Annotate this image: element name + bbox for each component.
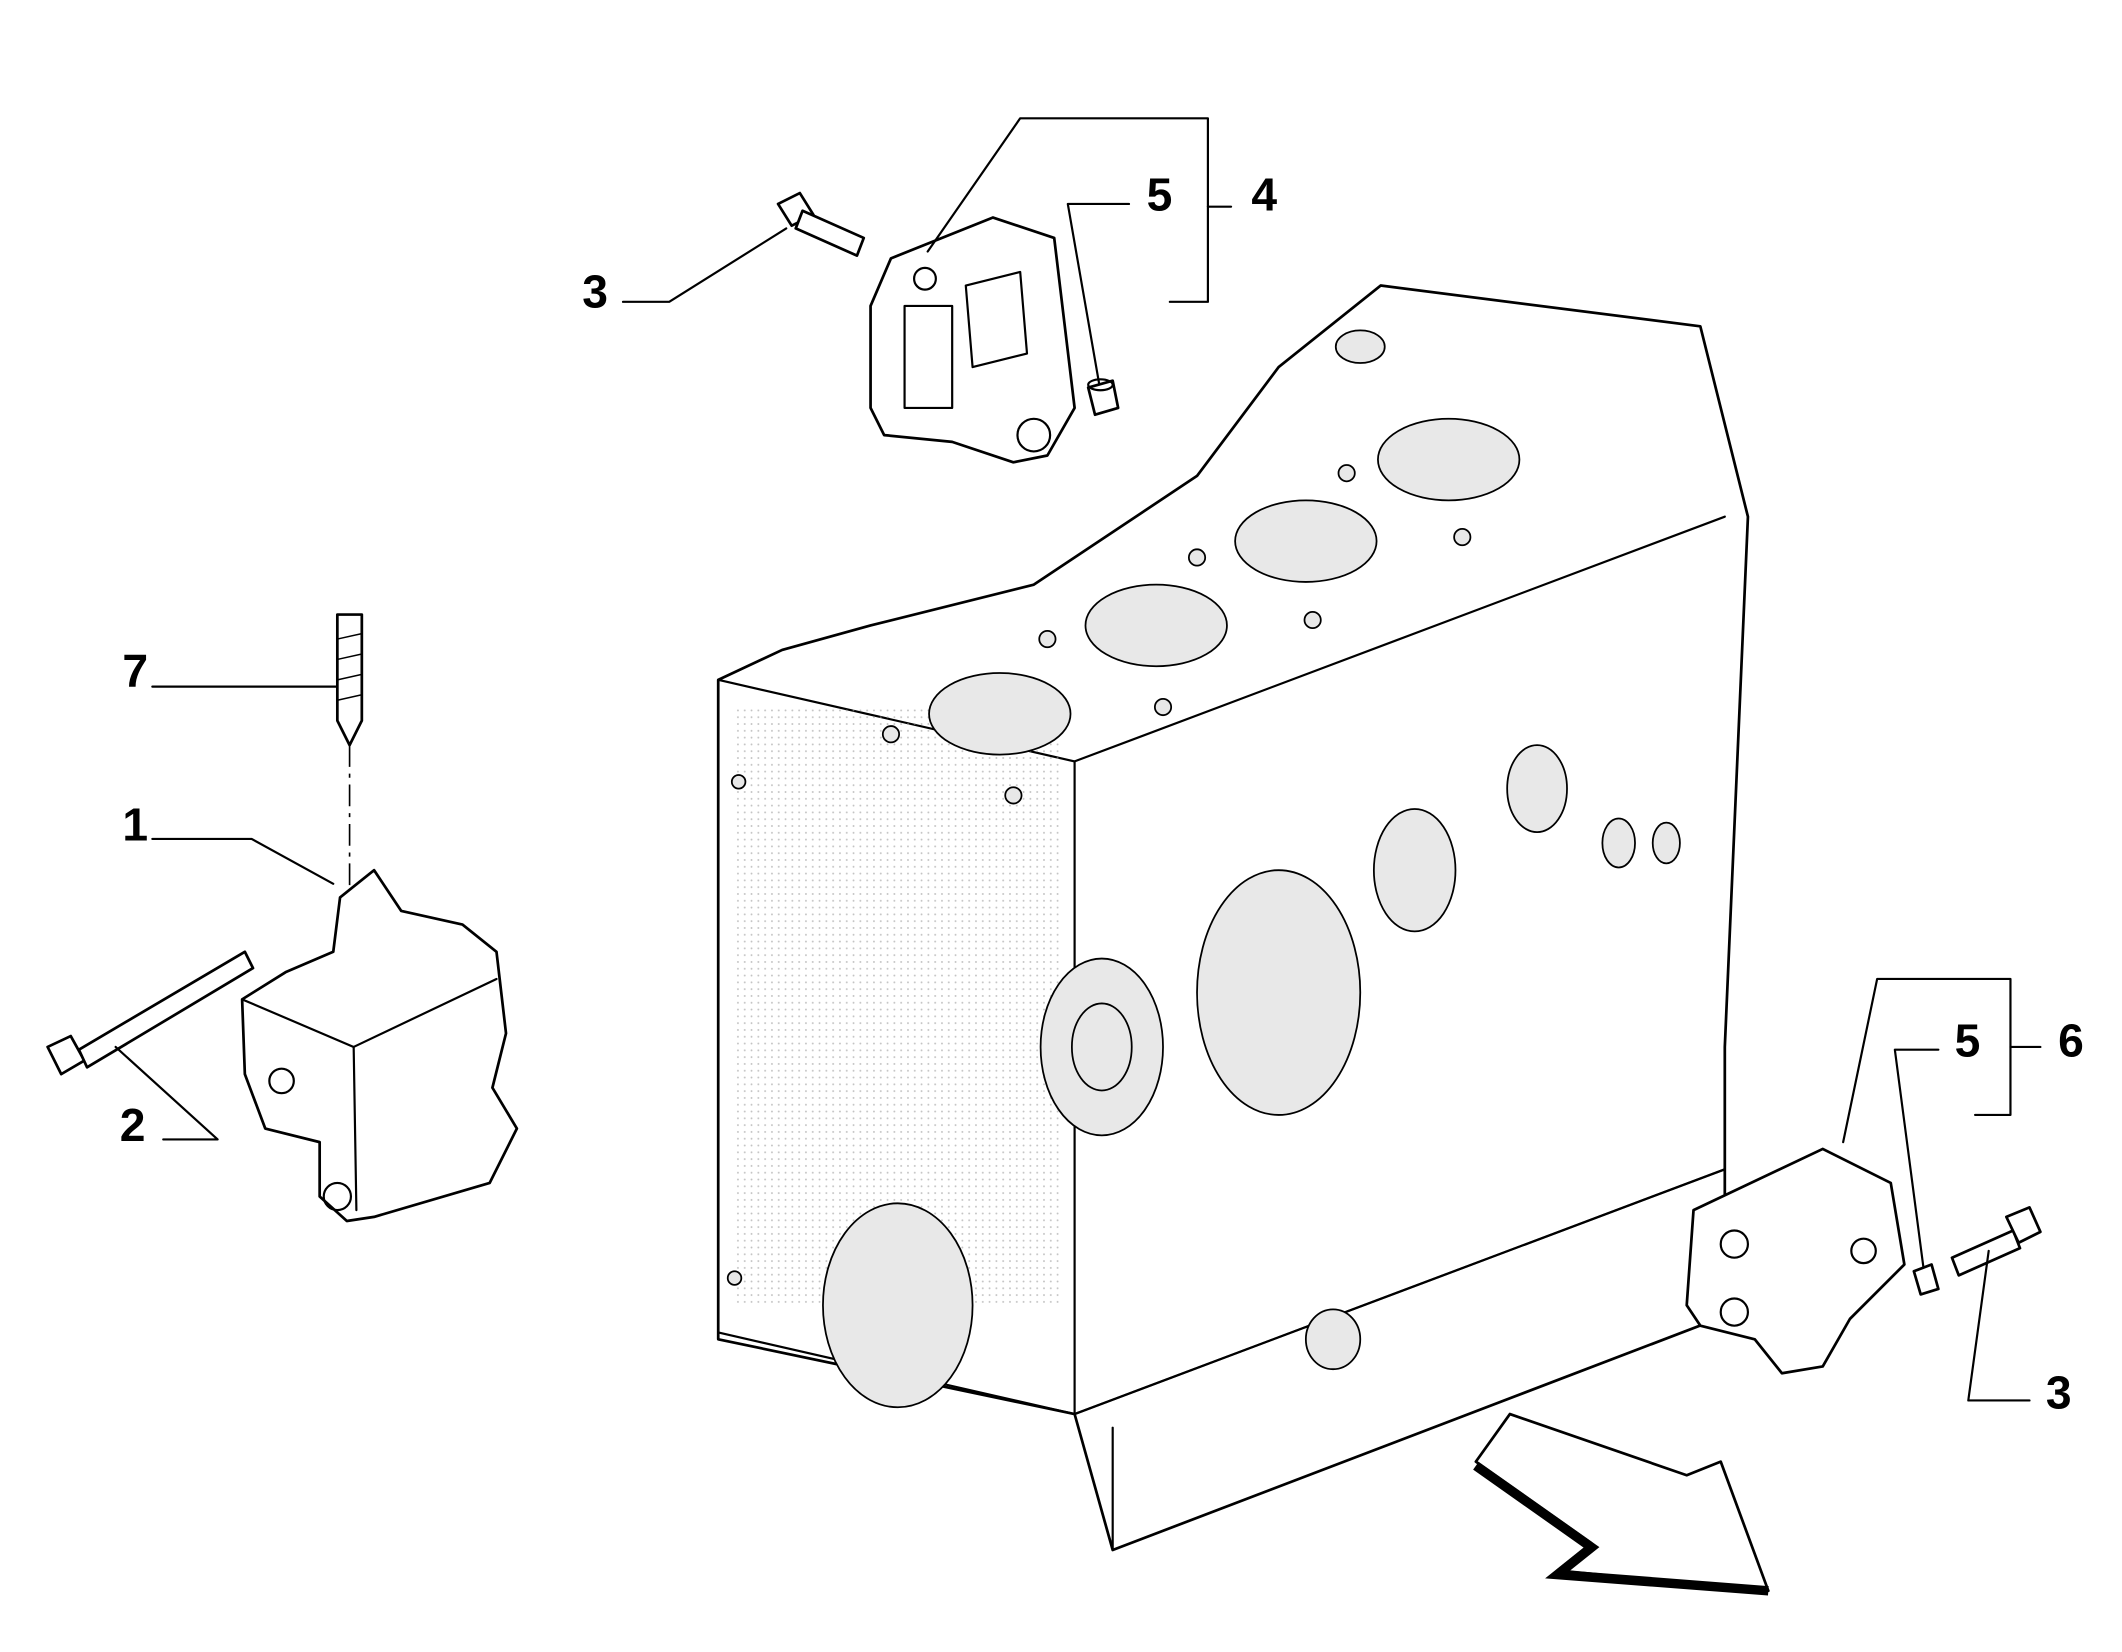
right-bushing bbox=[1912, 1263, 1940, 1296]
direction-arrow bbox=[1473, 1412, 1770, 1596]
top-bushing bbox=[1086, 378, 1120, 417]
callout-3-right: 3 bbox=[2046, 1367, 2072, 1419]
right-engine-bracket bbox=[1685, 1147, 1906, 1375]
callout-2: 2 bbox=[120, 1099, 146, 1151]
top-bolt bbox=[776, 191, 866, 257]
callout-7: 7 bbox=[122, 645, 148, 697]
callout-3-top: 3 bbox=[582, 265, 608, 317]
callout-5-right: 5 bbox=[1955, 1014, 1981, 1066]
callout-6: 6 bbox=[2058, 1014, 2084, 1066]
right-bolt bbox=[1950, 1206, 2042, 1277]
leader-lines bbox=[114, 117, 2042, 1402]
left-engine-mount bbox=[240, 868, 519, 1223]
top-engine-bracket bbox=[869, 216, 1076, 464]
callout-1: 1 bbox=[122, 798, 148, 850]
engine-block bbox=[716, 284, 1750, 1552]
callout-5-top: 5 bbox=[1147, 169, 1173, 221]
callout-4: 4 bbox=[1251, 169, 1277, 221]
left-bolt bbox=[46, 950, 255, 1076]
